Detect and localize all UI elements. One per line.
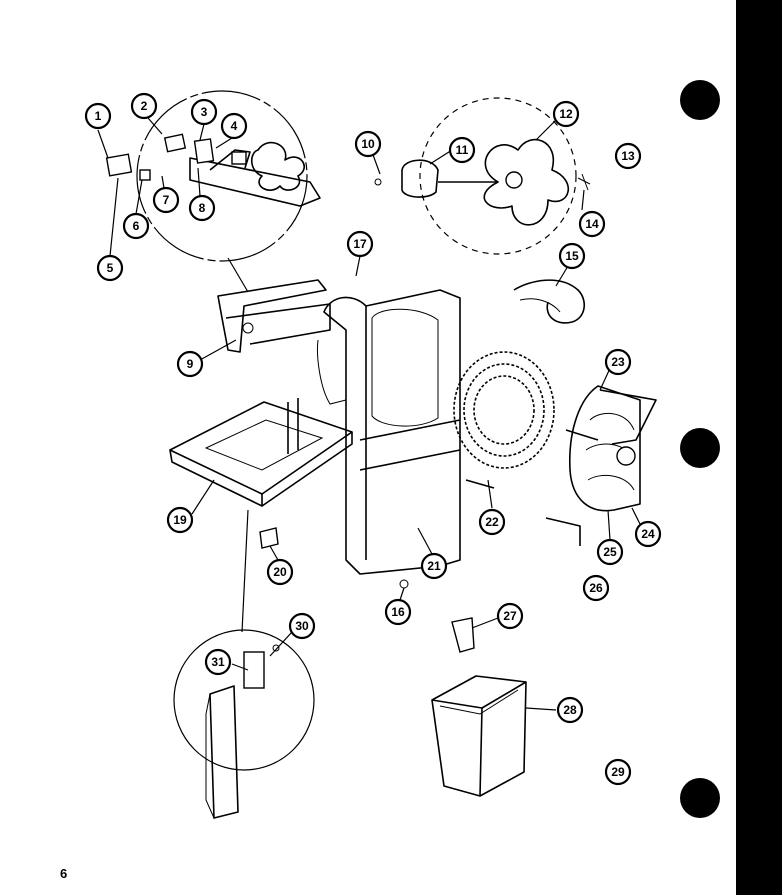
- leader-lines: [97, 117, 641, 711]
- callout-label-16: 16: [391, 605, 405, 619]
- callout-11: 11: [448, 136, 476, 164]
- callout-label-19: 19: [173, 513, 187, 527]
- clip-part: [259, 527, 279, 549]
- callout-label-1: 1: [95, 109, 102, 123]
- callout-1: 1: [84, 102, 112, 130]
- callout-15: 15: [558, 242, 586, 270]
- callout-label-8: 8: [199, 201, 206, 215]
- callout-24: 24: [634, 520, 662, 548]
- callout-label-4: 4: [231, 119, 238, 133]
- callout-label-15: 15: [565, 249, 579, 263]
- binder-hole-bottom: [680, 778, 720, 818]
- callout-label-14: 14: [585, 217, 599, 231]
- callout-label-30: 30: [295, 619, 309, 633]
- base-plate: [169, 398, 353, 507]
- callout-28: 28: [556, 696, 584, 724]
- callout-5: 5: [96, 254, 124, 282]
- callout-label-24: 24: [641, 527, 655, 541]
- heater-coil: [453, 351, 555, 489]
- callout-label-2: 2: [141, 99, 148, 113]
- callout-label-25: 25: [603, 545, 617, 559]
- callout-29: 29: [604, 758, 632, 786]
- callout-16: 16: [384, 598, 412, 626]
- callout-13: 13: [614, 142, 642, 170]
- callout-label-22: 22: [485, 515, 499, 529]
- callout-label-11: 11: [456, 143, 469, 157]
- callout-label-6: 6: [133, 219, 140, 233]
- callout-label-26: 26: [589, 581, 603, 595]
- binder-hole-top: [680, 80, 720, 120]
- scroll-housing: [545, 385, 657, 546]
- callout-26: 26: [582, 574, 610, 602]
- detail-circle-bracket: [105, 90, 321, 262]
- callout-12: 12: [552, 100, 580, 128]
- fan-shroud-part: [513, 279, 585, 324]
- page-edge-bar: [736, 0, 782, 895]
- callout-25: 25: [596, 538, 624, 566]
- callout-label-27: 27: [503, 609, 517, 623]
- blower-housing: [317, 289, 461, 575]
- callout-7: 7: [152, 186, 180, 214]
- callout-label-7: 7: [163, 193, 170, 207]
- callout-label-13: 13: [621, 149, 635, 163]
- callout-label-23: 23: [611, 355, 625, 369]
- callout-label-3: 3: [201, 105, 208, 119]
- water-bucket: [431, 675, 527, 797]
- page-number: 6: [60, 866, 68, 881]
- callout-label-12: 12: [559, 107, 573, 121]
- callout-22: 22: [478, 508, 506, 536]
- callout-6: 6: [122, 212, 150, 240]
- binder-hole-middle: [680, 428, 720, 468]
- callout-17: 17: [346, 230, 374, 258]
- detail-circle-fan: [374, 97, 591, 255]
- callout-label-5: 5: [107, 261, 114, 275]
- screw-part: [399, 579, 409, 589]
- callout-label-9: 9: [187, 357, 194, 371]
- callout-label-28: 28: [563, 703, 577, 717]
- callout-label-10: 10: [361, 137, 375, 151]
- callout-label-20: 20: [273, 565, 287, 579]
- detail-circle-switch: [173, 629, 315, 819]
- callout-label-29: 29: [611, 765, 625, 779]
- callout-9: 9: [176, 350, 204, 378]
- callout-30: 30: [288, 612, 316, 640]
- callout-31: 31: [204, 648, 232, 676]
- callout-label-31: 31: [211, 655, 225, 669]
- callout-20: 20: [266, 558, 294, 586]
- callout-27: 27: [496, 602, 524, 630]
- callout-3: 3: [190, 98, 218, 126]
- callout-10: 10: [354, 130, 382, 158]
- callout-23: 23: [604, 348, 632, 376]
- callout-label-21: 21: [427, 559, 441, 573]
- callout-19: 19: [166, 506, 194, 534]
- latch-part: [451, 617, 475, 653]
- callout-2: 2: [130, 92, 158, 120]
- callout-21: 21: [420, 552, 448, 580]
- callout-label-17: 17: [353, 237, 367, 251]
- callout-8: 8: [188, 194, 216, 222]
- callout-4: 4: [220, 112, 248, 140]
- callout-14: 14: [578, 210, 606, 238]
